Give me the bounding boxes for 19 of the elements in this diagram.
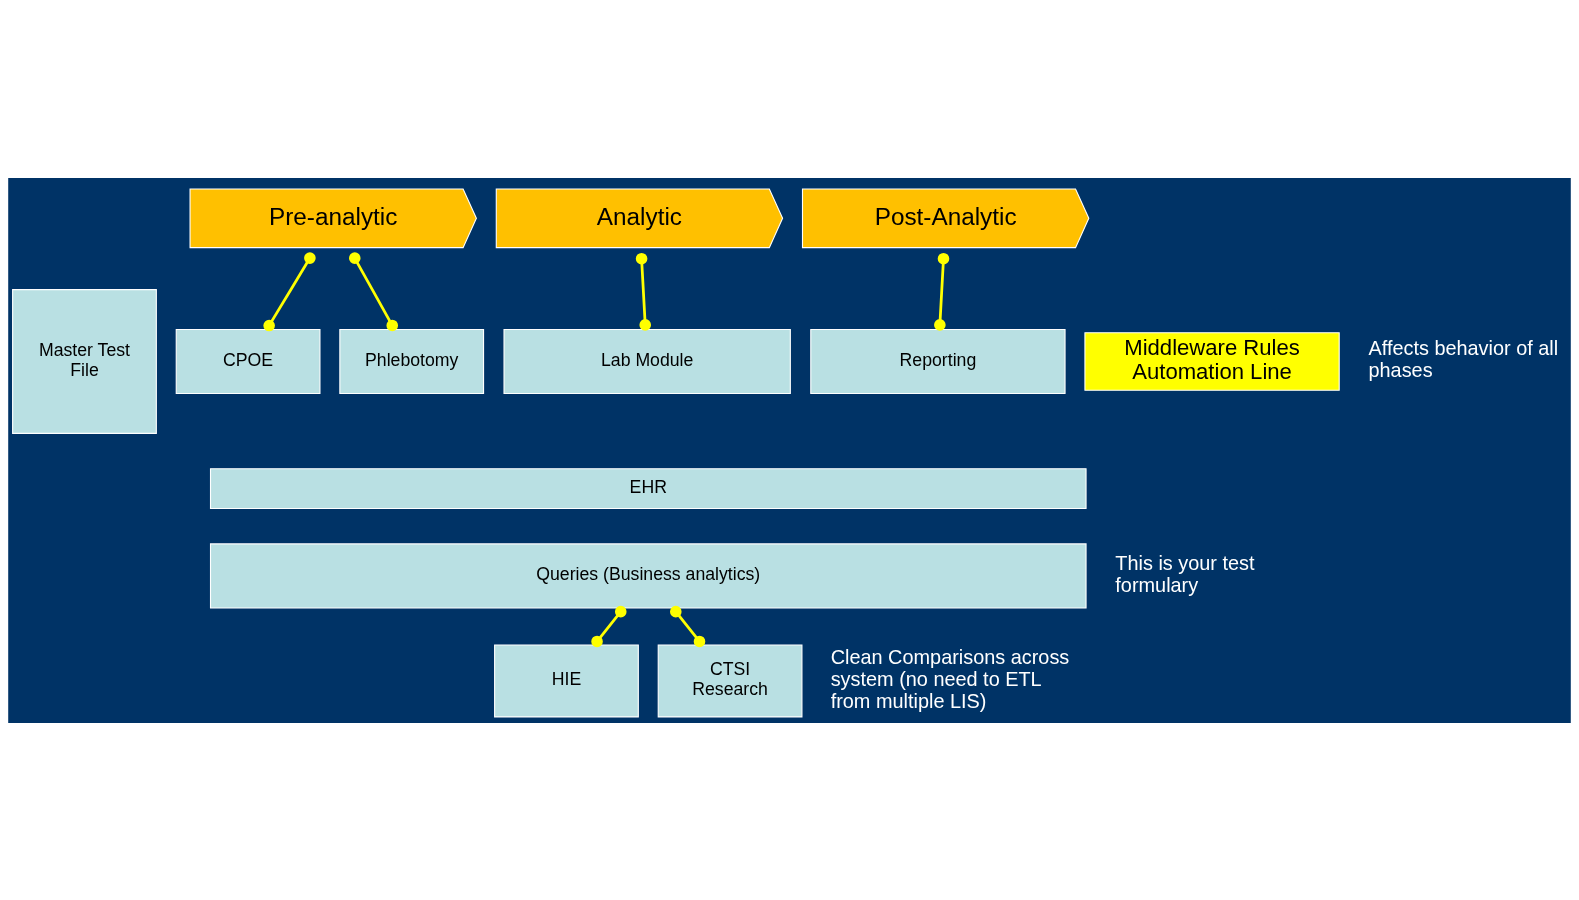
node-box: Queries (Business analytics) [209,542,1087,609]
node-box: Middleware Rules Automation Line [1084,331,1340,391]
connector [591,605,627,647]
label: Affects behavior of all phases [1368,336,1559,381]
node-box: CTSI Research [657,644,803,717]
connector [348,251,399,331]
connector [635,252,652,331]
connector [670,605,706,647]
connector [934,252,950,331]
node-box: Phlebotomy [339,328,485,394]
connector [263,251,316,331]
node-box: Lab Module [503,328,791,394]
node-box: Master Test File [12,288,157,434]
label: This is your test formulary [1115,551,1255,596]
node-box: Reporting [810,328,1066,394]
node-box: CPOE [175,328,321,394]
label: Clean Comparisons across system (no need to ETL from multiple LIS) [830,645,1070,712]
node-box: EHR [209,467,1087,509]
node-box: HIE [494,644,639,717]
